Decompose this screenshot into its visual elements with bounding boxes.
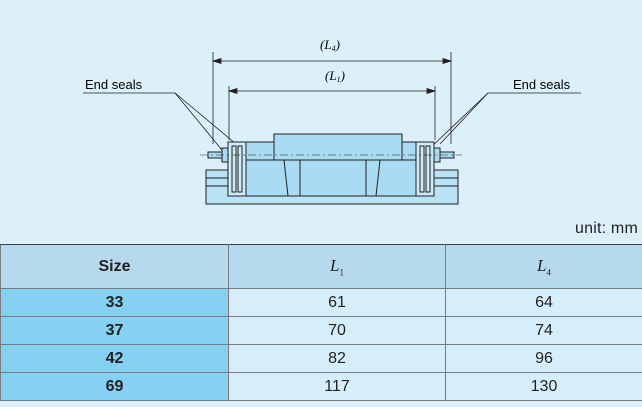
header-l4: L4 — [445, 244, 642, 289]
cell-l4: 74 — [445, 316, 642, 345]
cell-size: 42 — [0, 344, 229, 373]
table-header-row: Size L1 L4 — [0, 244, 642, 289]
cell-l4: 96 — [445, 344, 642, 373]
end-seals-label-right: End seals — [513, 77, 571, 92]
cell-l4: 64 — [445, 288, 642, 317]
end-seals-label-left: End seals — [85, 77, 143, 92]
table-row: 33 61 64 — [0, 288, 642, 317]
dimension-l1 — [227, 87, 437, 95]
cell-size: 69 — [0, 372, 229, 401]
dimension-l1-label: (L1) — [325, 68, 345, 84]
cell-l4: 130 — [445, 372, 642, 401]
table-row: 42 82 96 — [0, 344, 642, 373]
cell-l1: 61 — [228, 288, 446, 317]
table-row: 37 70 74 — [0, 316, 642, 345]
cell-l1: 117 — [228, 372, 446, 401]
cell-l1: 70 — [228, 316, 446, 345]
header-l1: L1 — [228, 244, 446, 289]
dimension-l4-label: (L4) — [320, 37, 340, 53]
dimension-l4 — [211, 57, 453, 65]
cell-size: 33 — [0, 288, 229, 317]
unit-label: unit: mm — [575, 220, 638, 237]
header-size: Size — [0, 244, 229, 289]
cell-size: 37 — [0, 316, 229, 345]
cell-l1: 82 — [228, 344, 446, 373]
end-seal-drawing: (L4) (L1) End seals End seals — [83, 37, 581, 205]
table-row: 69 117 130 — [0, 372, 642, 401]
dimension-table: Size L1 L4 33 61 64 37 70 74 42 82 96 69… — [0, 244, 642, 401]
